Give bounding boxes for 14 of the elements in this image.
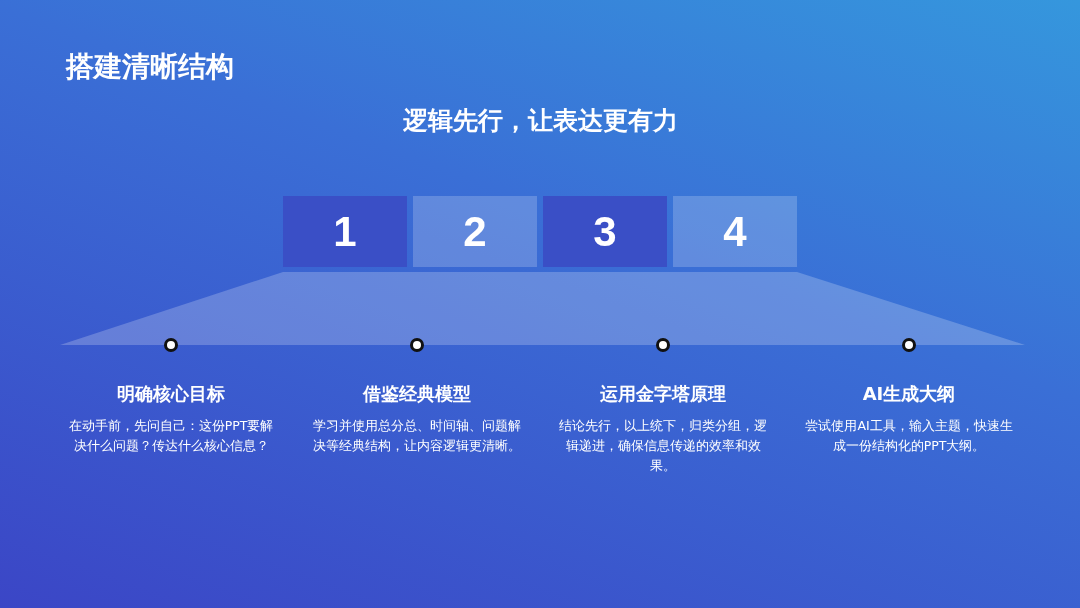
number-box: 1 [283, 196, 407, 267]
step-heading: AI生成大纲 [861, 382, 957, 406]
step-heading: 运用金字塔原理 [599, 382, 727, 406]
step-description: 尝试使用AI工具，输入主题，快速生成一份结构化的PPT大纲。 [804, 417, 1014, 455]
step-description: 结论先行，以上统下，归类分组，逻辑递进，确保信息传递的效率和效果。 [558, 417, 768, 475]
step-heading: 借鉴经典模型 [361, 382, 472, 406]
step-description: 在动手前，先问自己：这份PPT要解决什么问题？传达什么核心信息？ [67, 417, 275, 455]
number-box: 3 [543, 196, 667, 267]
subtitle: 逻辑先行，让表达更有力 [401, 105, 679, 137]
number-box: 4 [673, 196, 797, 267]
step-heading: 明确核心目标 [116, 382, 226, 406]
slide-title: 搭建清晰结构 [66, 49, 234, 85]
number-box: 2 [413, 196, 537, 267]
step-description: 学习并使用总分总、时间轴、问题解决等经典结构，让内容逻辑更清晰。 [312, 417, 522, 455]
